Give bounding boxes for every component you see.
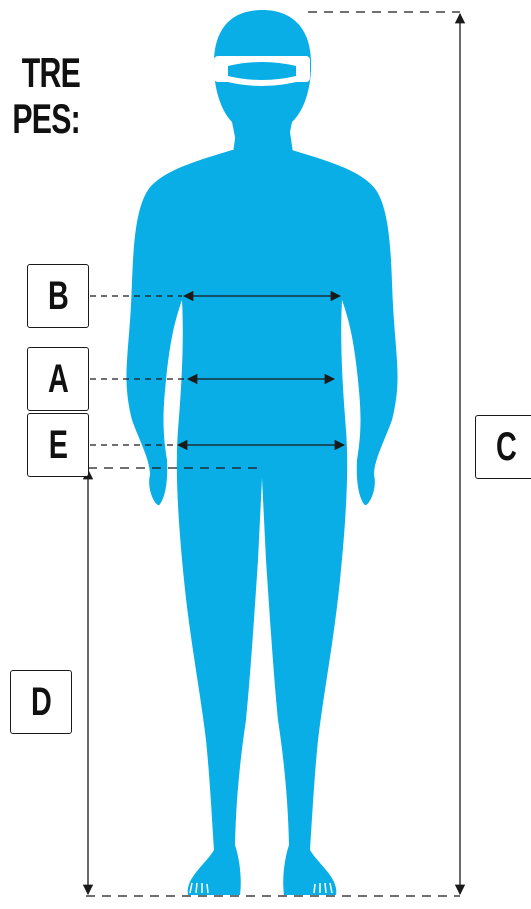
- label-b-text: B: [48, 274, 69, 319]
- label-e-box: E: [27, 413, 89, 477]
- label-b-box: B: [27, 264, 89, 328]
- label-e-text: E: [48, 423, 67, 468]
- goggle-window: [228, 62, 296, 80]
- label-d-box: D: [10, 670, 72, 734]
- label-a-box: A: [27, 347, 89, 411]
- body-silhouette: [126, 10, 397, 895]
- label-c-box: C: [475, 415, 531, 479]
- label-d-text: D: [31, 680, 52, 725]
- label-c-text: C: [496, 425, 517, 470]
- torso-shape: [126, 150, 397, 895]
- label-a-text: A: [48, 357, 69, 402]
